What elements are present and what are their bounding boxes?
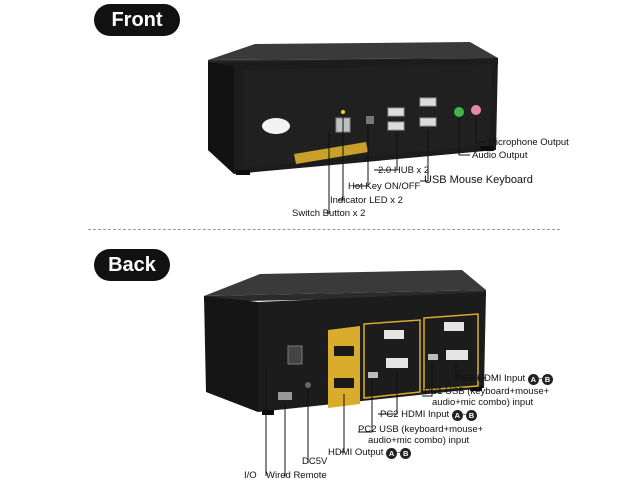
label-indicator-led: Indicator LED x 2 <box>330 195 403 206</box>
pc2-port-group <box>363 319 421 399</box>
badge-dash: - <box>397 447 401 458</box>
badge-a-icon: A <box>527 374 539 385</box>
badge-dash: - <box>538 373 542 384</box>
mic-jack-icon <box>471 105 481 115</box>
remote-port-icon <box>278 392 292 400</box>
badge-b-icon: B <box>465 410 477 421</box>
back-top-face <box>204 270 486 296</box>
hdmi-output-text: HDMI Output <box>328 447 384 458</box>
label-pc2-hdmi-input: PC2 HDMI Input A-B <box>380 409 477 421</box>
hot-key-switch-icon <box>366 116 374 124</box>
audio-jack-icon <box>454 107 464 117</box>
pc1-port-group <box>423 313 479 391</box>
badge-b-icon: B <box>400 448 412 459</box>
usb-b-port-icon <box>368 372 378 378</box>
back-tag: Back <box>94 249 170 281</box>
label-pc1-usb-line2: audio+mic combo) input <box>432 397 534 408</box>
label-io: I/O <box>244 470 257 480</box>
label-pc2-usb-line1: PC2 USB (keyboard+mouse+ <box>358 424 484 435</box>
front-top-face <box>208 42 498 60</box>
label-microphone-output: Microphone Output <box>488 137 569 148</box>
label-hub: 2.0 HUB x 2 <box>378 165 430 176</box>
label-usb-mouse-keyboard: USB Mouse Keyboard <box>424 174 533 186</box>
usb-port-icon <box>387 107 405 117</box>
pc2-hdmi-input-text: PC2 HDMI Input <box>380 409 450 420</box>
label-wired-remote: Wired Remote <box>266 470 327 480</box>
label-hdmi-output: HDMI Output A-B <box>328 447 412 459</box>
label-hot-key: Hot Key ON/OFF <box>348 181 421 192</box>
ckl-logo <box>262 118 290 134</box>
badge-a-icon: A <box>451 410 463 421</box>
dc-jack-icon <box>305 382 311 388</box>
pc1-hdmi-input-text: PC1 HDMI Input <box>456 373 526 384</box>
badge-b-icon: B <box>541 374 553 385</box>
label-switch-button: Switch Button x 2 <box>292 208 366 219</box>
indicator-led-icon <box>341 110 345 114</box>
hdmi-port-icon <box>334 346 354 356</box>
power-switch-icon <box>287 345 303 365</box>
section-divider <box>88 229 560 230</box>
front-tag: Front <box>94 4 180 36</box>
badge-a-icon: A <box>386 448 398 459</box>
label-pc1-usb-line1: PC1 USB (keyboard+mouse+ <box>424 386 550 397</box>
label-pc1-hdmi-input: PC1 HDMI Input A-B <box>456 373 553 385</box>
rear-face <box>258 292 486 412</box>
label-dc5v: DC5V <box>302 456 328 467</box>
label-pc2-usb-line2: audio+mic combo) input <box>368 435 470 446</box>
label-audio-output: Audio Output <box>472 150 528 161</box>
badge-dash: - <box>462 409 466 420</box>
